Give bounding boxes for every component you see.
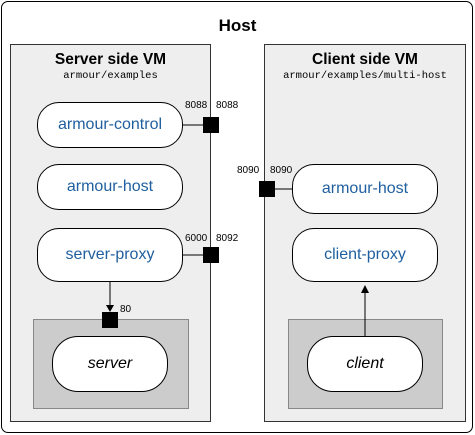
port-label-host-in: 8090 [237,165,260,176]
client-proxy-node[interactable]: client-proxy [292,228,438,282]
port-label-proxy-in: 6000 [185,233,208,244]
port-label-control-in: 8088 [185,100,208,111]
server-port [102,312,118,328]
armour-control-node[interactable]: armour-control [37,102,183,148]
server-arrowhead [106,305,114,312]
control-port [203,117,219,133]
server-armour-host-node[interactable]: armour-host [37,164,183,210]
server-node[interactable]: server [52,336,168,392]
client-armour-host-node[interactable]: armour-host [292,164,438,214]
proxy-port [203,247,219,263]
client-node[interactable]: client [307,336,423,392]
client-arrowhead [361,285,369,293]
server-vm-title: Server side VM [54,51,167,68]
client-host-port [259,181,275,197]
server-vm-path: armour/examples [63,70,158,82]
port-label-control-out: 8088 [216,100,239,111]
port-label-host-out: 8090 [270,165,293,176]
port-label-server: 80 [120,304,132,315]
port-label-proxy-out: 8092 [216,233,239,244]
client-vm-path: armour/examples/multi-host [283,70,447,82]
host-title: Host [218,16,257,35]
client-vm-title: Client side VM [312,51,418,68]
server-proxy-node[interactable]: server-proxy [37,228,183,282]
